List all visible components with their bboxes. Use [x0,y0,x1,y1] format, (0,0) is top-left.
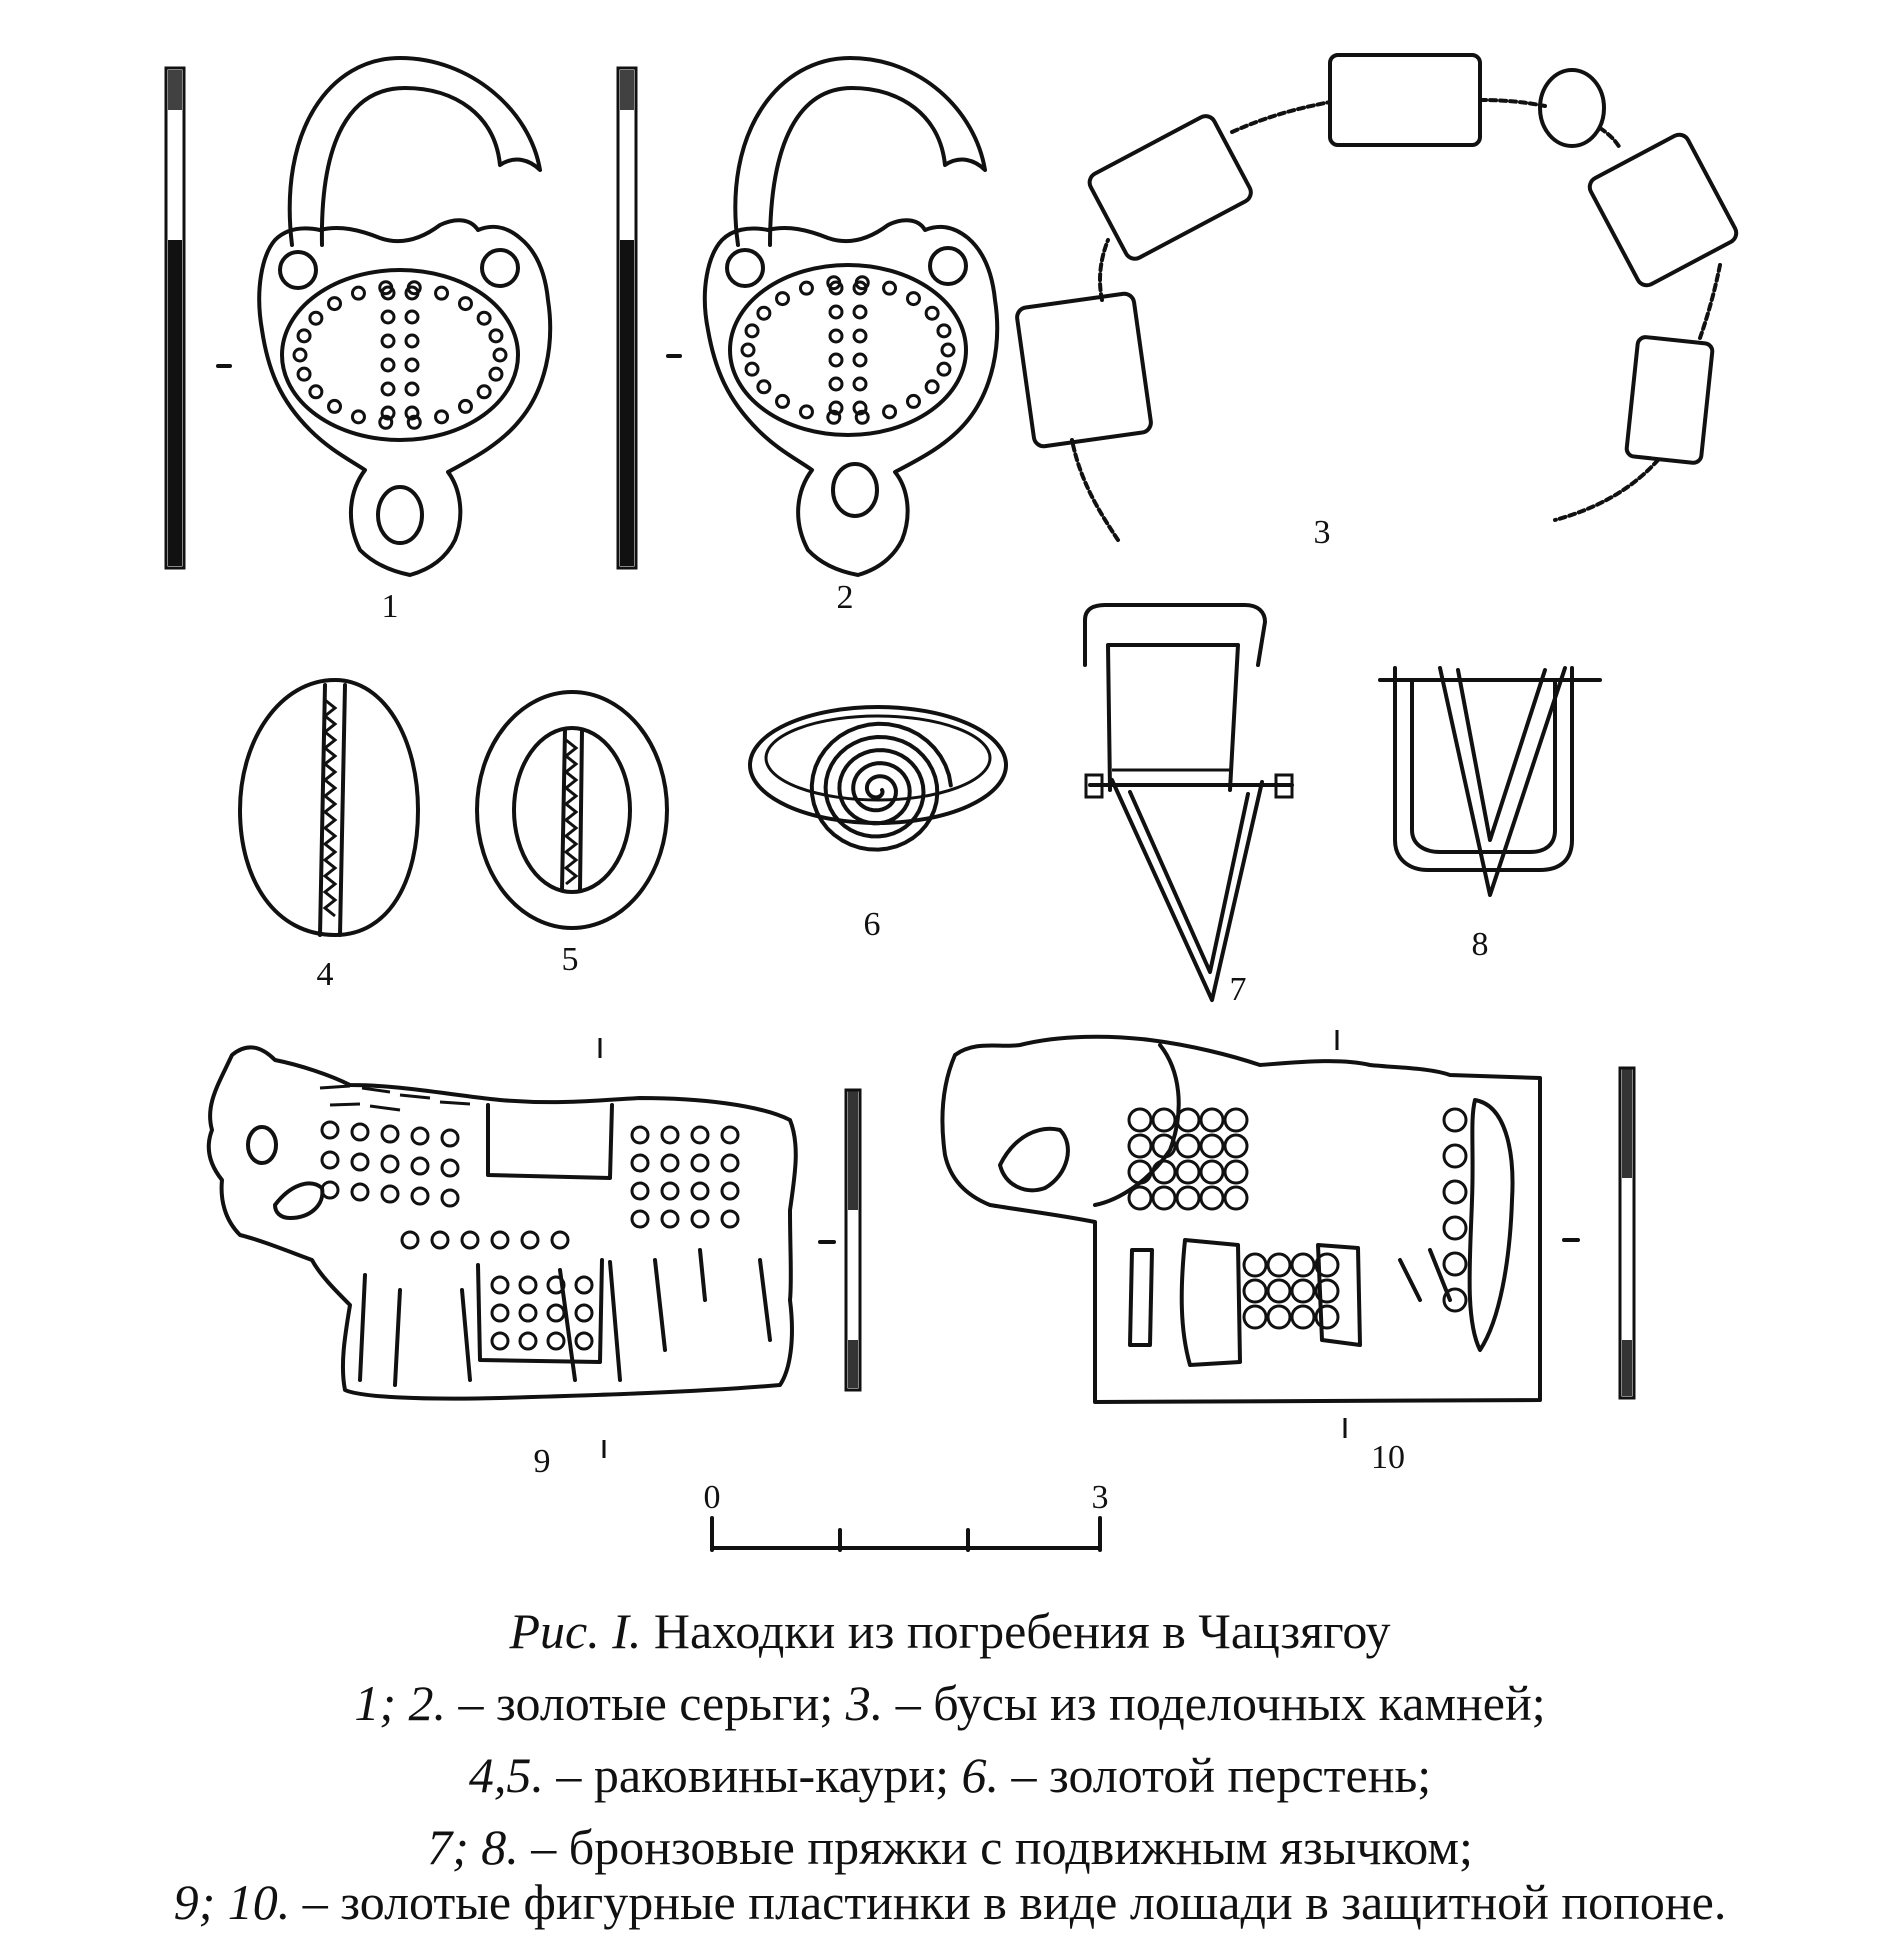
caption-text-earrings: – золотые серьги; [446,1675,846,1731]
bead-necklace [1015,53,1739,542]
label-item-4: 4 [317,956,334,993]
horse-plaque-10 [940,1030,1542,1404]
cowrie-shell-4 [238,678,420,937]
label-item-3: 3 [1314,514,1331,551]
label-item-2: 2 [837,579,854,616]
caption-line-3: 7; 8. – бронзовые пряжки с подвижным язы… [0,1811,1900,1883]
figure-number: Рис. I. [509,1603,642,1659]
label-item-9: 9 [534,1443,551,1480]
earring-2-profile [616,66,682,570]
label-item-10: 10 [1371,1439,1405,1476]
caption-line-1: 1; 2. – золотые серьги; 3. – бусы из под… [0,1667,1900,1739]
label-item-7: 7 [1230,971,1247,1008]
caption-ref-4-5: 4,5. [468,1747,544,1803]
caption-text-ring: – золотой перстень; [998,1747,1432,1803]
earring-1 [257,56,553,577]
label-item-5: 5 [562,941,579,978]
caption-ref-3: 3. [845,1675,884,1731]
caption-text-beads: – бусы из поделочных камней; [883,1675,1546,1731]
horse-plaque-9 [206,1038,798,1401]
gold-ring [748,705,1008,852]
caption-text-buckles: – бронзовые пряжки с подвижным язычком; [518,1819,1473,1875]
label-item-1: 1 [382,588,399,625]
figure-title: Рис. I. Находки из погребения в Чацзягоу [0,1595,1900,1667]
artifact-plate: 1 2 3 4 [164,53,1739,1552]
figure-title-text: Находки из погребения в Чацзягоу [641,1603,1391,1659]
label-item-8: 8 [1472,926,1489,963]
horse-plaque-9-profile [818,1088,862,1392]
label-item-6: 6 [864,906,881,943]
horse-plaque-10-profile [1562,1066,1636,1400]
caption-text-cowries: – раковины-каури; [543,1747,962,1803]
scale-start-label: 0 [704,1479,721,1516]
caption-line-2: 4,5. – раковины-каури; 6. – золотой перс… [0,1739,1900,1811]
earring-1-profile [164,66,232,570]
bronze-buckle-7 [1083,603,1294,1002]
caption-ref-7-8: 7; 8. [427,1819,519,1875]
earring-2 [702,56,1000,577]
caption-text-plaques: – золотые фигурные пластинки в виде лоша… [290,1874,1727,1930]
caption-ref-1-2: 1; 2. [354,1675,447,1731]
scale-bar: 0 3 [704,1479,1109,1552]
scale-end-label: 3 [1092,1479,1109,1516]
caption-ref-9-10: 9; 10. [173,1874,291,1930]
bronze-buckle-8 [1378,666,1602,897]
caption-ref-6: 6. [961,1747,999,1803]
caption-line-4: 9; 10. – золотые фигурные пластинки в ви… [0,1866,1900,1938]
cowrie-shell-5 [475,690,669,930]
